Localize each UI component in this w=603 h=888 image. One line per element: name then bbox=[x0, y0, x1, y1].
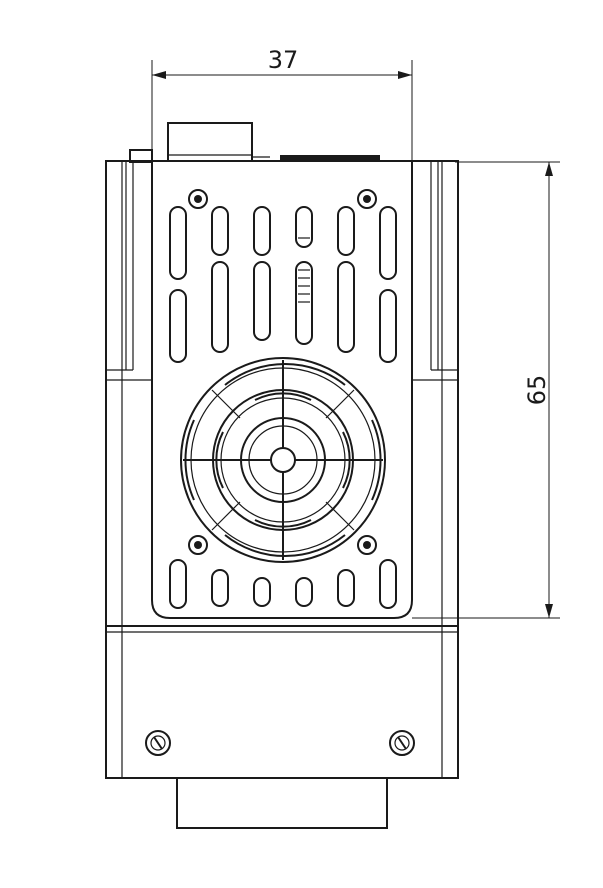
height-dimension-label: 65 bbox=[523, 375, 551, 406]
camera-body bbox=[105, 160, 459, 779]
lower-vent-slots bbox=[169, 559, 397, 609]
screw-icon bbox=[145, 730, 171, 756]
screw-icon bbox=[188, 535, 208, 555]
screw-icon bbox=[357, 535, 377, 555]
width-dimension: 37 bbox=[151, 46, 413, 160]
plate-screws bbox=[188, 189, 377, 555]
rear-cover-plate bbox=[151, 160, 413, 619]
screw-icon bbox=[357, 189, 377, 209]
fan-grille bbox=[180, 357, 386, 563]
screw-icon bbox=[389, 730, 415, 756]
lens-mount bbox=[176, 777, 388, 829]
upper-vent-slots bbox=[169, 206, 397, 363]
width-dimension-label: 37 bbox=[268, 46, 299, 74]
lower-screws bbox=[145, 730, 415, 756]
height-dimension: 65 bbox=[412, 161, 560, 619]
top-connector bbox=[129, 122, 380, 163]
screw-icon bbox=[188, 189, 208, 209]
